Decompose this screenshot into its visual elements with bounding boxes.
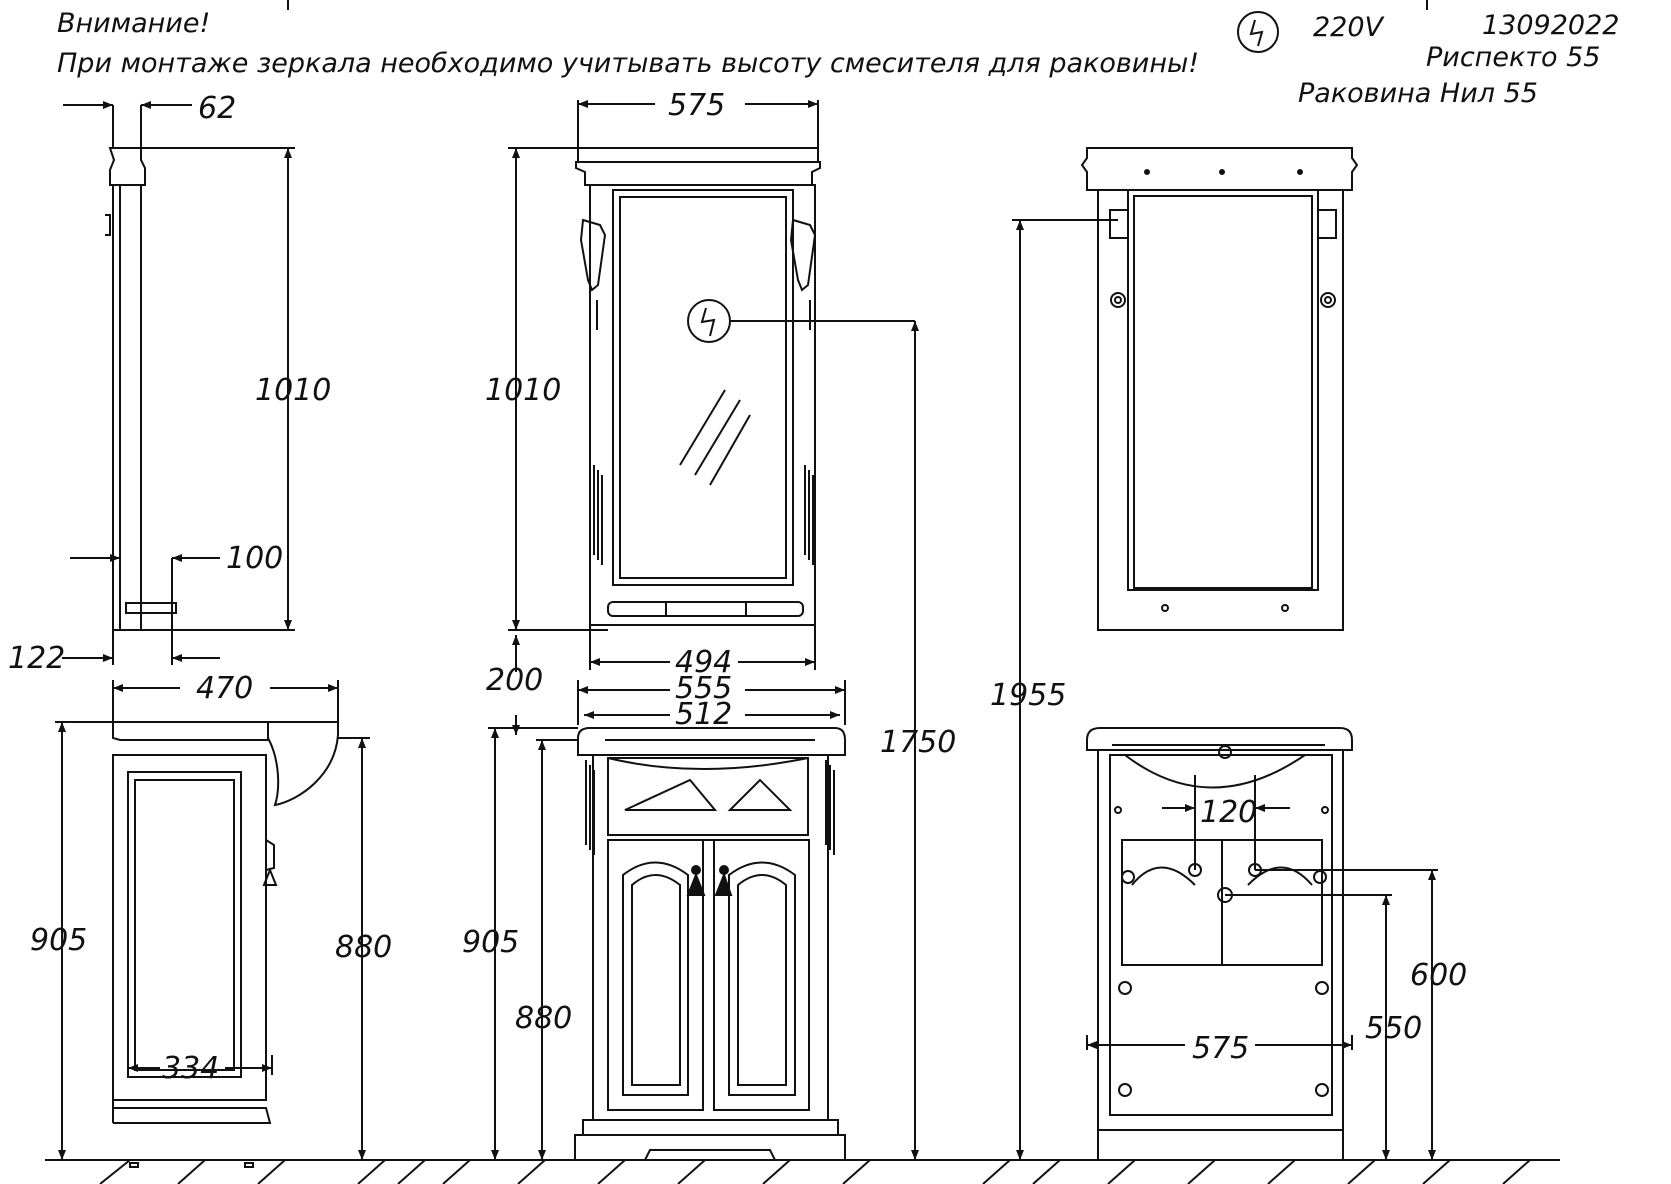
lightning-icon bbox=[1237, 11, 1279, 53]
dim-575-bottom: 575 bbox=[1192, 1031, 1249, 1066]
dim-880-side: 880 bbox=[335, 930, 392, 965]
dim-1750: 1750 bbox=[880, 725, 956, 760]
dim-550: 550 bbox=[1365, 1011, 1422, 1046]
dim-62: 62 bbox=[198, 91, 236, 126]
voltage-label: 220V bbox=[1313, 12, 1384, 43]
dim-1955: 1955 bbox=[990, 678, 1066, 713]
dim-100: 100 bbox=[226, 541, 283, 576]
dim-555: 555 bbox=[675, 671, 732, 706]
cabinet-side-view bbox=[112, 721, 339, 1168]
attention-heading: Внимание! bbox=[57, 8, 211, 39]
product-sink-name: Раковина Нил 55 bbox=[1298, 78, 1538, 109]
dim-200: 200 bbox=[486, 663, 543, 698]
floor-line bbox=[45, 1159, 1560, 1184]
dim-122: 122 bbox=[8, 641, 65, 676]
dim-120: 120 bbox=[1200, 795, 1257, 830]
cabinet-back-view bbox=[1086, 727, 1353, 1161]
dim-1010-front: 1010 bbox=[485, 373, 561, 408]
drawing-code: 13092022 bbox=[1482, 10, 1620, 41]
dim-600: 600 bbox=[1410, 958, 1467, 993]
lightning-icon bbox=[687, 299, 919, 1160]
dim-905-side: 905 bbox=[30, 923, 87, 958]
mirror-back-view bbox=[1080, 147, 1359, 631]
mounting-warning: При монтаже зеркала необходимо учитывать… bbox=[57, 48, 1200, 79]
dim-494: 494 bbox=[675, 645, 732, 680]
mirror-side-view bbox=[105, 147, 177, 631]
dim-880-front: 880 bbox=[515, 1001, 572, 1036]
mirror-front-view bbox=[575, 147, 821, 626]
dim-470: 470 bbox=[196, 671, 253, 706]
dim-575-top: 575 bbox=[668, 88, 725, 123]
cabinet-front-view bbox=[574, 727, 846, 1161]
dim-905-front: 905 bbox=[462, 925, 519, 960]
dim-1010-side: 1010 bbox=[255, 373, 331, 408]
product-mirror-name: Риспекто 55 bbox=[1426, 42, 1601, 73]
dim-334: 334 bbox=[162, 1051, 219, 1086]
dim-512: 512 bbox=[675, 697, 732, 732]
